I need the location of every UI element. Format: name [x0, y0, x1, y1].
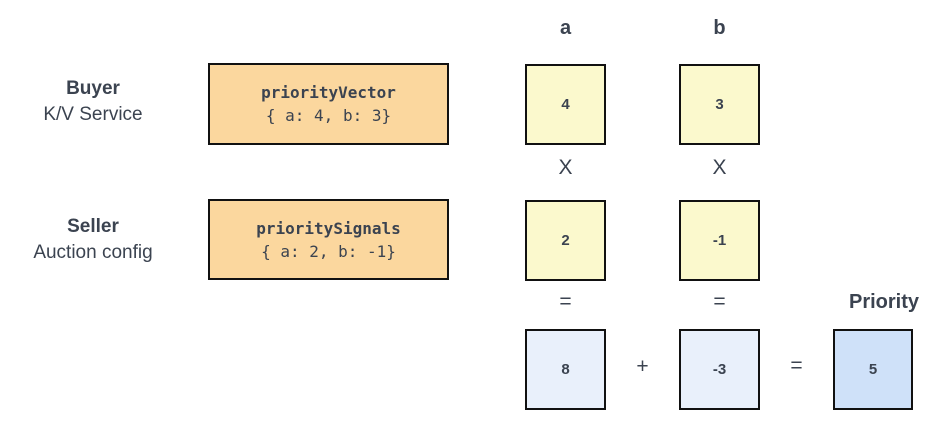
cell-signals-b: -1: [679, 200, 760, 281]
seller-subtitle: Auction config: [33, 242, 153, 263]
column-header-b: b: [713, 17, 726, 39]
buyer-title: Buyer: [66, 78, 120, 99]
equals-operator-a: =: [559, 290, 572, 313]
multiply-operator-a: X: [558, 156, 573, 179]
buyer-label-block: Buyer K/V Service: [10, 76, 176, 128]
cell-product-a: 8: [525, 329, 606, 410]
plus-operator: +: [636, 355, 649, 378]
cell-vector-a: 4: [525, 64, 606, 145]
equals-operator-b: =: [713, 290, 726, 313]
cell-vector-b: 3: [679, 64, 760, 145]
column-header-a: a: [559, 17, 572, 39]
cell-vector-b-value: 3: [715, 96, 724, 113]
cell-signals-a: 2: [525, 200, 606, 281]
cell-product-b: -3: [679, 329, 760, 410]
equals-operator-result: =: [790, 354, 803, 377]
cell-product-b-value: -3: [712, 361, 727, 378]
cell-vector-a-value: 4: [561, 96, 570, 113]
priority-vector-box: priorityVector { a: 4, b: 3}: [208, 63, 449, 145]
multiply-operator-b: X: [712, 156, 727, 179]
priority-result-label: Priority: [848, 291, 920, 313]
priority-signals-name: prioritySignals: [256, 218, 401, 238]
cell-priority-result-value: 5: [868, 361, 878, 378]
cell-product-a-value: 8: [561, 361, 570, 378]
cell-signals-a-value: 2: [561, 232, 570, 249]
priority-vector-name: priorityVector: [261, 83, 396, 102]
buyer-subtitle: K/V Service: [43, 104, 143, 125]
seller-label-block: Seller Auction config: [10, 214, 176, 266]
seller-title: Seller: [67, 216, 119, 237]
priority-vector-value: { a: 4, b: 3}: [265, 106, 392, 125]
priority-signals-value: { a: 2, b: -1}: [261, 241, 396, 261]
priority-signals-box: prioritySignals { a: 2, b: -1}: [208, 199, 449, 280]
cell-signals-b-value: -1: [712, 232, 727, 249]
cell-priority-result: 5: [833, 329, 913, 410]
